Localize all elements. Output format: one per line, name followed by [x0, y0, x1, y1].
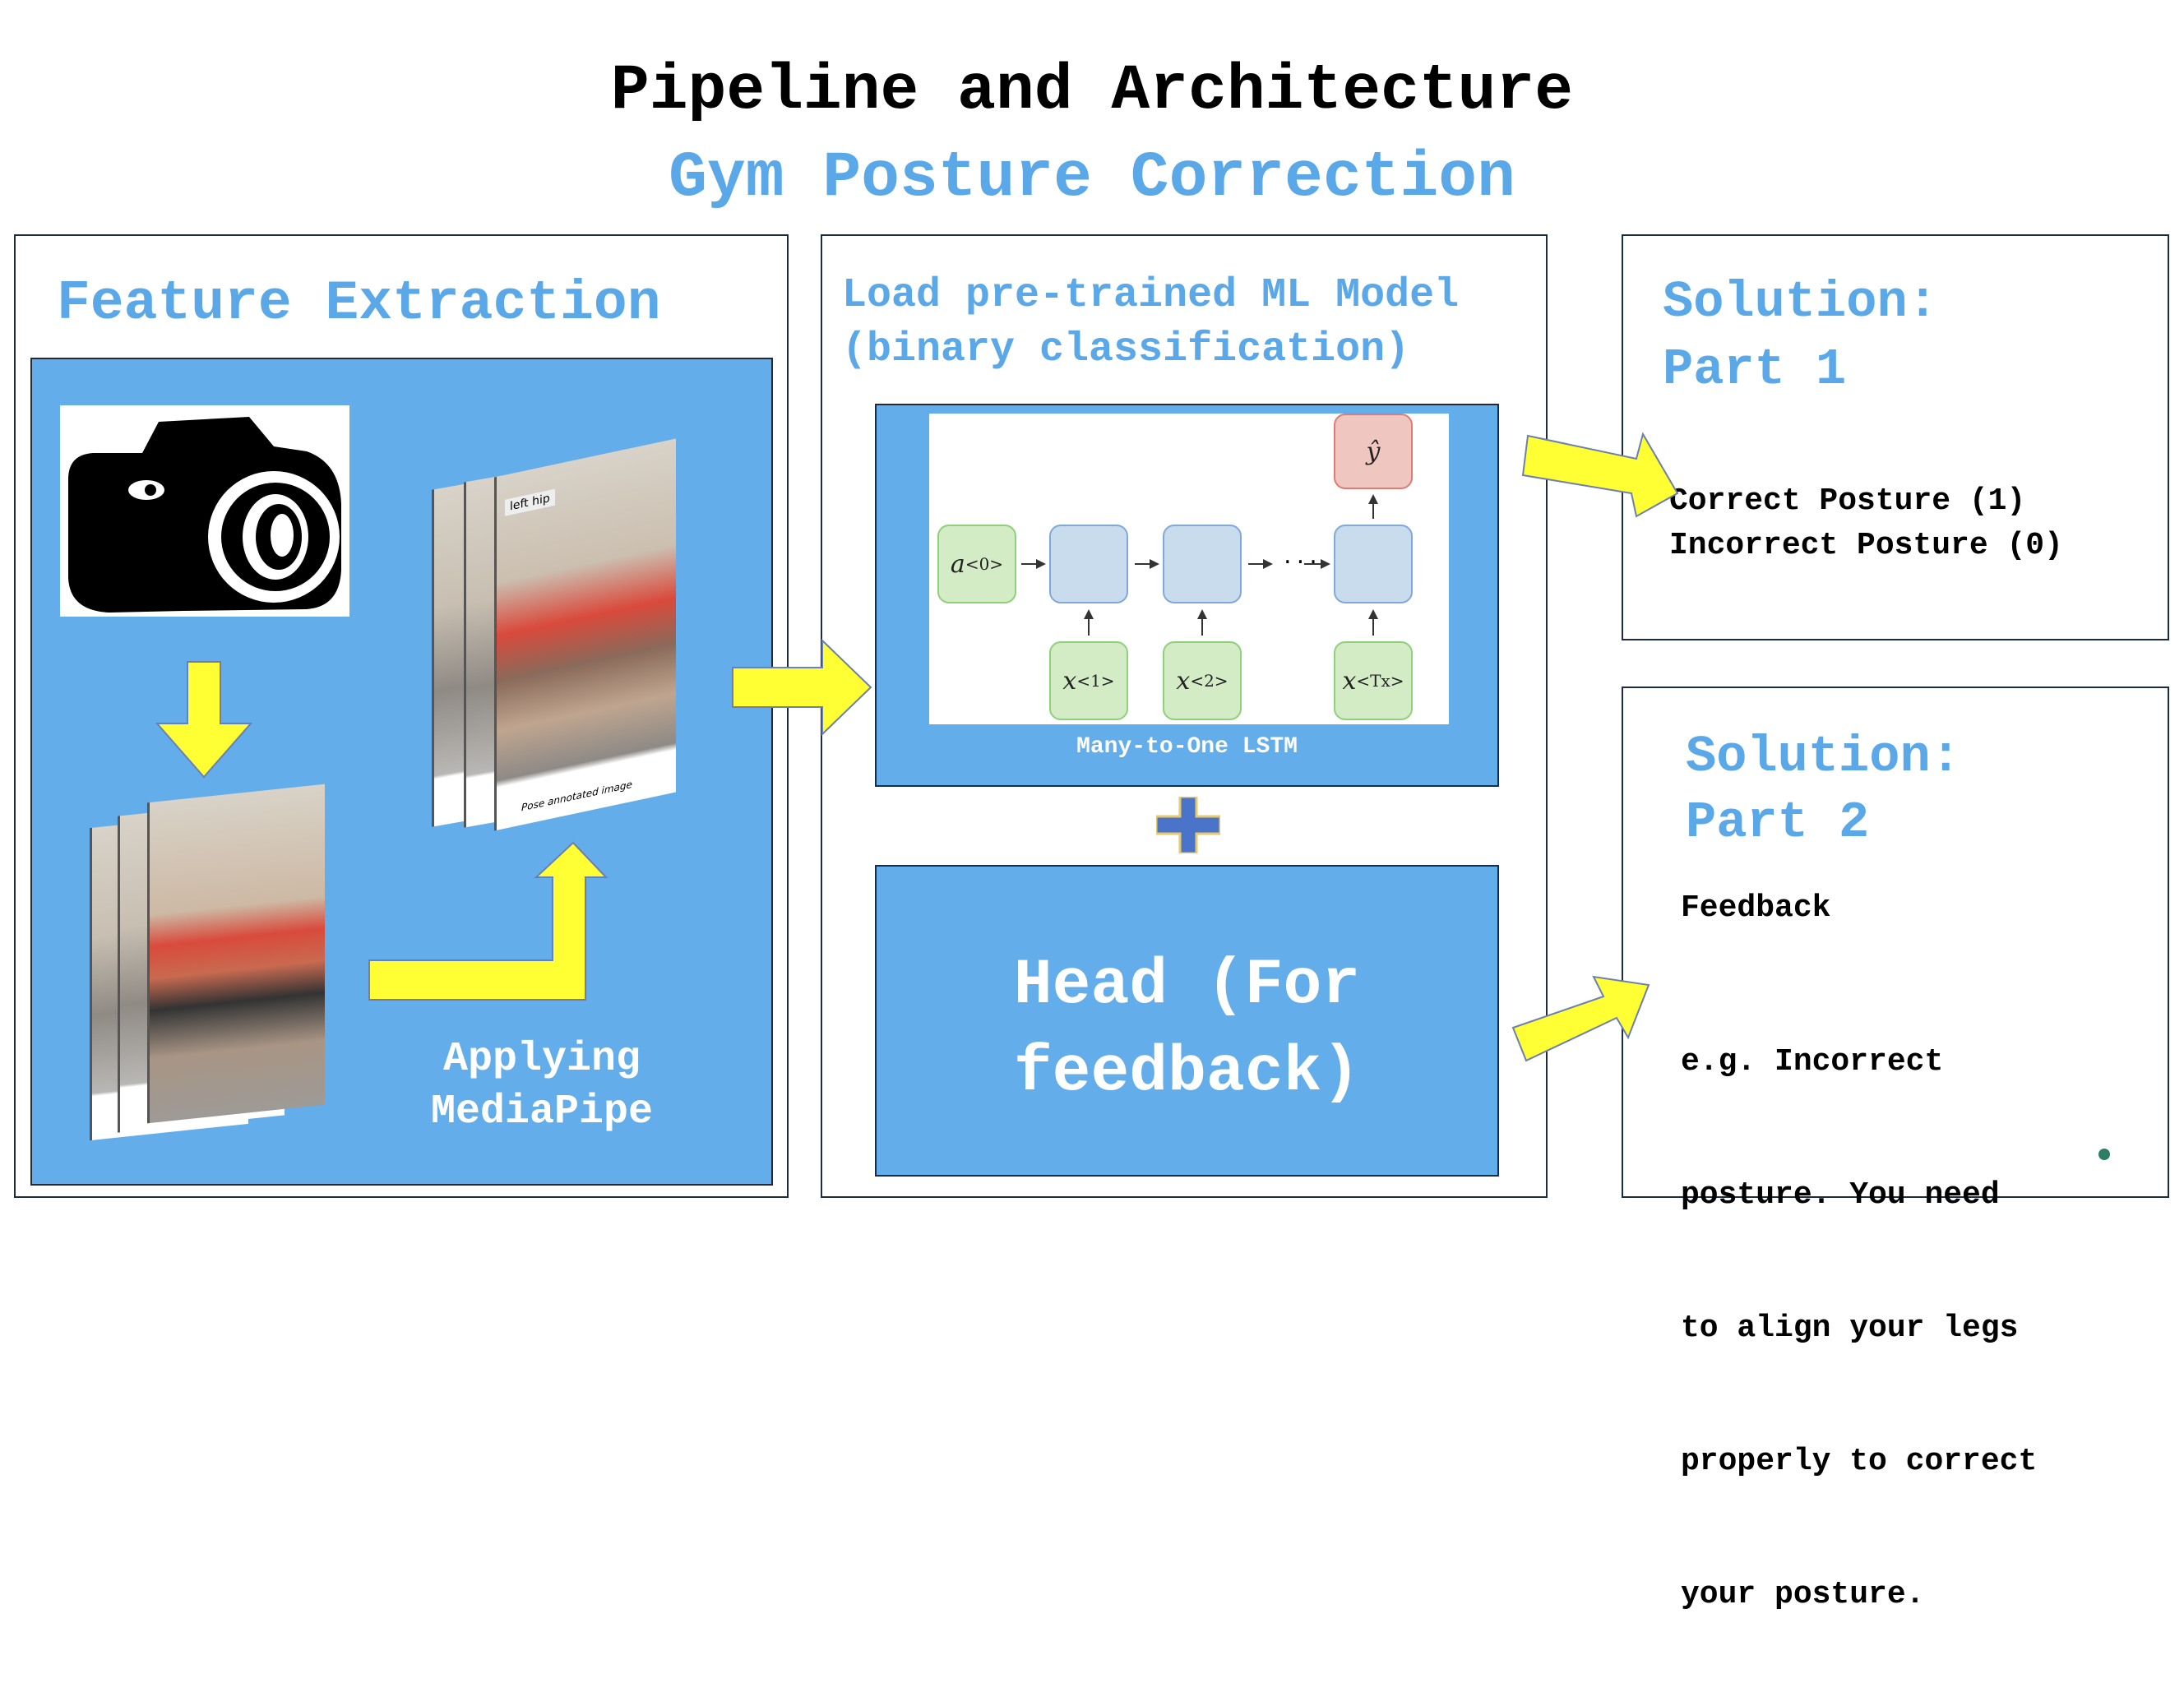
step-label-line2: MediaPipe [430, 1089, 654, 1135]
solution2-heading-line2: Part 2 [1686, 793, 1870, 852]
lstm-cell-last [1334, 525, 1413, 603]
solution-part2-heading: Solution: Part 2 [1686, 724, 1961, 856]
lstm-arrows [1021, 494, 1378, 636]
plus-icon [1154, 795, 1222, 855]
head-line1: Head (For [1013, 950, 1361, 1022]
lstm-initial-state-node: a<0> [937, 525, 1016, 603]
lstm-box: a<0> ŷ x<1> x<2> x<Tx> ... Many-to-One L… [875, 404, 1499, 787]
solution-part1-heading: Solution: Part 1 [1663, 269, 1938, 404]
page-subtitle: Gym Posture Correction [669, 142, 1515, 215]
lstm-cell-2 [1163, 525, 1242, 603]
model-heading: Load pre-trained ML Model (binary classi… [842, 269, 1459, 377]
feedback-line: to align your legs [1681, 1311, 2019, 1346]
lstm-caption: Many-to-One LSTM [1076, 734, 1298, 760]
feedback-head-box: Head (For feedback) [875, 865, 1499, 1177]
lstm-input-1: x<1> [1049, 641, 1128, 720]
pose-annotated-frame: left hip Pose annotated image [494, 438, 676, 831]
camera-icon [60, 405, 349, 617]
class-item: Correct Posture (1) [1669, 483, 2026, 519]
head-line2: feedback) [1013, 1037, 1361, 1109]
feedback-line: e.g. Incorrect [1681, 1044, 1944, 1080]
solution1-heading-line1: Solution: [1663, 273, 1938, 331]
lstm-input-last: x<Tx> [1334, 641, 1413, 720]
feedback-line: your posture. [1681, 1577, 1925, 1612]
status-dot [2098, 1149, 2110, 1160]
classification-outputs: Correct Posture (1) Incorrect Posture (0) [1669, 479, 2063, 568]
feedback-label: Feedback [1681, 890, 1831, 926]
solution2-heading-line1: Solution: [1686, 728, 1961, 786]
mediapipe-step-label: Applying MediaPipe [419, 1033, 665, 1139]
raw-exercise-frame [147, 784, 325, 1124]
feedback-example: e.g. Incorrect posture. You need to alig… [1681, 951, 2037, 1706]
lstm-input-2: x<2> [1163, 641, 1242, 720]
lstm-cell-1 [1049, 525, 1128, 603]
lstm-ellipsis: ... [1281, 545, 1320, 570]
solution1-heading-line2: Part 1 [1663, 340, 1847, 399]
feedback-head-label: Head (For feedback) [877, 942, 1497, 1117]
model-heading-line2: (binary classification) [842, 326, 1410, 373]
lstm-output-node: ŷ [1334, 414, 1413, 489]
feedback-line: properly to correct [1681, 1444, 2038, 1479]
feedback-line: posture. You need [1681, 1177, 2000, 1213]
annotated-image-caption: Pose annotated image [521, 778, 632, 814]
model-heading-line1: Load pre-trained ML Model [842, 272, 1460, 319]
lstm-diagram: a<0> ŷ x<1> x<2> x<Tx> ... [929, 414, 1449, 724]
page-title: Pipeline and Architecture [610, 55, 1574, 127]
step-label-line1: Applying [442, 1036, 641, 1083]
feature-extraction-heading: Feature Extraction [57, 272, 661, 335]
annotated-image-tag: left hip [505, 488, 555, 516]
class-item: Incorrect Posture (0) [1669, 528, 2063, 563]
solution-part1-panel: Solution: Part 1 Correct Posture (1) Inco… [1622, 234, 2169, 640]
feature-extraction-area: left hip Pose annotated image Applying M… [30, 358, 773, 1186]
solution-part2-panel: Solution: Part 2 Feedback e.g. Incorrect… [1622, 687, 2169, 1612]
